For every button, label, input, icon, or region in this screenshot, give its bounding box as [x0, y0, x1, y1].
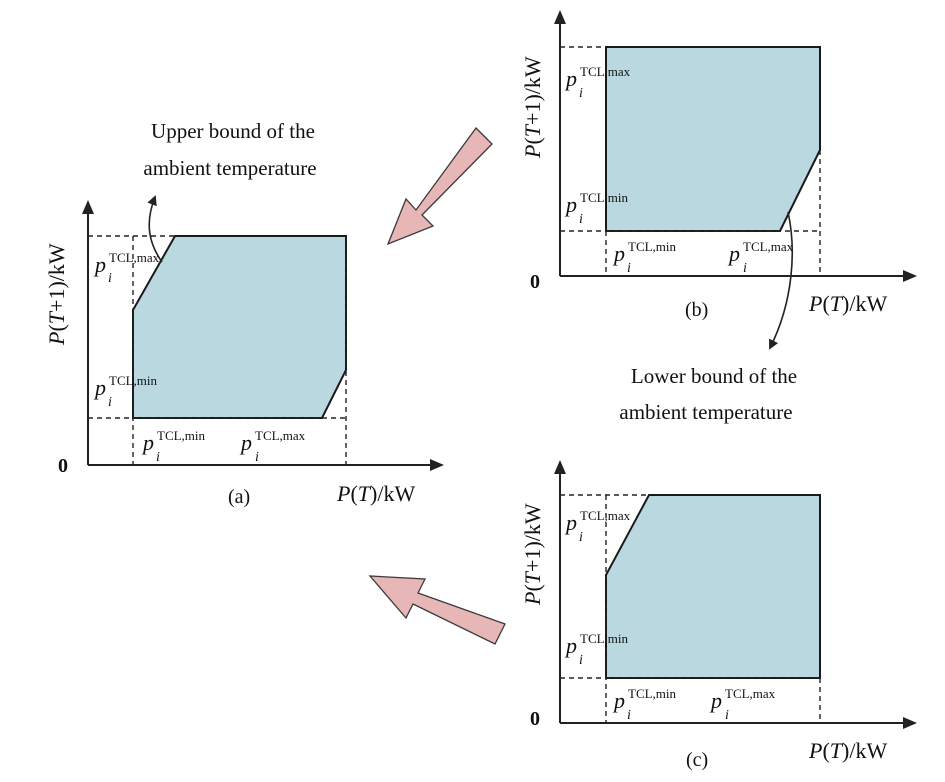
svg-text:TCL,max: TCL,max [743, 239, 794, 254]
panel-b: 0 P(T+1)/kW P(T)/kW p TCL,max i p TCL,mi… [520, 10, 917, 424]
svg-text:i: i [627, 708, 631, 723]
y-axis-label-b: P(T+1)/kW [520, 56, 545, 159]
svg-text:TCL,max: TCL,max [580, 64, 631, 79]
feasible-region-b [605, 46, 821, 232]
svg-text:i: i [579, 86, 583, 101]
caption-c: (c) [686, 749, 708, 771]
label-pmax-y-c: p TCL,max i [564, 508, 631, 545]
svg-text:p: p [727, 241, 740, 266]
svg-text:TCL,min: TCL,min [580, 190, 629, 205]
svg-text:i: i [743, 261, 747, 276]
thick-arrow-icon [368, 575, 506, 645]
label-pmin-x-a: p TCL,min i [141, 428, 206, 465]
label-pmin-x-b: p TCL,min i [612, 239, 677, 276]
svg-text:p: p [564, 192, 577, 217]
feasible-region-a [132, 235, 347, 419]
lower-bound-label-line2: ambient temperature [619, 400, 792, 424]
label-pmax-y-a: p TCL,max i [93, 250, 160, 286]
svg-text:TCL,max: TCL,max [255, 428, 306, 443]
label-pmax-y-b: p TCL,max i [564, 64, 631, 101]
y-axis-label-c: P(T+1)/kW [520, 503, 545, 606]
label-pmin-x-c: p TCL,min i [612, 686, 677, 723]
svg-text:i: i [108, 271, 112, 286]
svg-text:i: i [108, 395, 112, 410]
x-axis-label-c: P(T)/kW [808, 738, 887, 763]
svg-text:i: i [627, 261, 631, 276]
y-axis-label-a: P(T+1)/kW [44, 243, 69, 346]
svg-text:p: p [564, 633, 577, 658]
svg-text:p: p [564, 510, 577, 535]
origin-b: 0 [530, 271, 540, 293]
x-axis-label-a: P(T)/kW [336, 481, 415, 506]
svg-text:i: i [579, 212, 583, 227]
svg-text:i: i [579, 530, 583, 545]
feasible-region-c [605, 494, 821, 679]
svg-text:TCL,min: TCL,min [580, 631, 629, 646]
upper-bound-pointer [147, 195, 163, 263]
svg-text:p: p [93, 375, 106, 400]
svg-text:p: p [612, 241, 625, 266]
svg-text:TCL,min: TCL,min [628, 686, 677, 701]
caption-a: (a) [228, 486, 250, 508]
label-pmax-x-a: p TCL,max i [239, 428, 306, 465]
label-pmax-x-c: p TCL,max i [709, 686, 776, 723]
svg-text:p: p [709, 688, 722, 713]
svg-text:TCL,max: TCL,max [580, 508, 631, 523]
svg-text:TCL,min: TCL,min [157, 428, 206, 443]
label-pmin-y-a: p TCL,min i [93, 373, 158, 410]
svg-text:p: p [612, 688, 625, 713]
label-pmax-x-b: p TCL,max i [727, 239, 794, 276]
svg-text:TCL,max: TCL,max [109, 250, 160, 265]
upper-bound-label-line2: ambient temperature [143, 156, 316, 180]
svg-text:TCL,min: TCL,min [628, 239, 677, 254]
svg-text:TCL,min: TCL,min [109, 373, 158, 388]
thick-arrow-icon [386, 127, 493, 246]
svg-text:i: i [255, 450, 259, 465]
svg-text:p: p [564, 66, 577, 91]
panel-a: 0 P(T+1)/kW P(T)/kW p TCL,max i p TCL,mi… [44, 119, 444, 508]
origin-a: 0 [58, 455, 68, 477]
lower-bound-label-line1: Lower bound of the [631, 364, 797, 388]
label-pmin-y-c: p TCL,min i [564, 631, 629, 668]
caption-b: (b) [685, 299, 708, 321]
svg-text:i: i [725, 708, 729, 723]
svg-text:p: p [239, 430, 252, 455]
svg-text:i: i [579, 653, 583, 668]
panel-c: 0 P(T+1)/kW P(T)/kW p TCL,max i p TCL,mi… [520, 460, 917, 771]
origin-c: 0 [530, 708, 540, 730]
upper-bound-label-line1: Upper bound of the [151, 119, 315, 143]
lower-bound-pointer [769, 211, 794, 350]
svg-text:p: p [93, 252, 106, 277]
svg-text:TCL,max: TCL,max [725, 686, 776, 701]
svg-text:i: i [156, 450, 160, 465]
label-pmin-y-b: p TCL,min i [564, 190, 629, 227]
x-axis-label-b: P(T)/kW [808, 291, 887, 316]
svg-text:p: p [141, 430, 154, 455]
